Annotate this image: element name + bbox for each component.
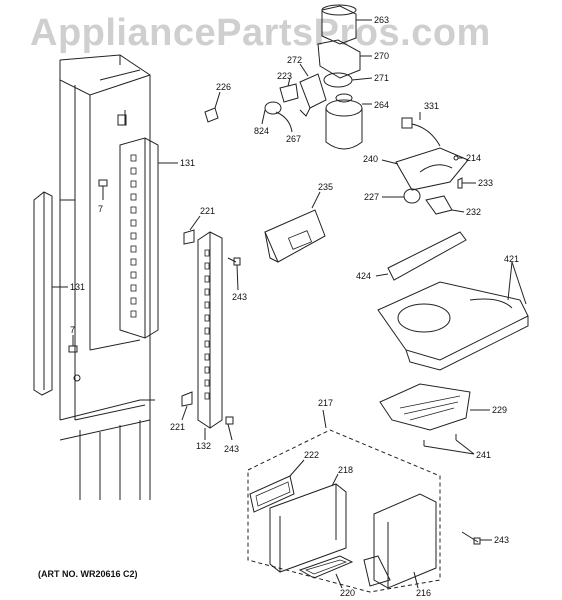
clip-221-upper [183,215,201,245]
part-218 [269,473,347,573]
screw-7-upper [98,179,108,200]
rail-132 [197,231,223,440]
label-214: 214 [466,153,481,163]
label-221-upper: 221 [200,206,215,216]
clip-221-lower [181,391,193,421]
part-229 [379,383,490,431]
label-217: 217 [318,398,333,408]
label-272: 272 [287,55,302,65]
label-7-upper: 7 [98,204,103,214]
part-227 [382,188,421,204]
label-233: 233 [478,178,493,188]
part-214 [453,155,464,161]
label-235: 235 [318,182,333,192]
watermark: AppliancePartsPros.com [30,12,491,54]
part-824 [261,101,282,125]
label-216: 216 [416,588,431,598]
part-240 [381,147,469,191]
label-131-center: 131 [180,158,195,168]
screw-7-lower [68,335,78,353]
label-226: 226 [216,82,231,92]
art-number: (ART NO. WR20616 C2) [38,569,138,579]
label-232: 232 [466,207,481,217]
cabinet-outline [59,54,155,500]
part-421 [377,261,529,371]
part-424 [375,231,467,281]
label-270: 270 [374,51,389,61]
part-232 [425,195,465,215]
part-216 [363,493,437,589]
label-824: 824 [254,126,269,136]
part-235 [264,191,326,263]
part-272 [299,63,327,117]
part-220 [298,555,354,589]
label-227: 227 [364,192,379,202]
label-241: 241 [476,450,491,460]
label-421: 421 [504,254,519,264]
label-267: 267 [286,134,301,144]
rail-131-center [119,137,178,339]
label-243-lower: 243 [494,535,509,545]
part-264 [325,93,372,150]
part-263 [321,4,372,45]
part-233 [457,177,476,189]
part-331 [401,112,441,147]
label-271: 271 [374,73,389,83]
label-263: 263 [374,15,389,25]
label-222: 222 [304,450,319,460]
screw-243-upper [227,257,241,291]
part-223 [279,77,299,103]
label-132: 132 [196,441,211,451]
part-241 [423,434,475,455]
label-218: 218 [338,465,353,475]
label-243-upper: 243 [232,292,247,302]
label-264: 264 [374,100,389,110]
part-271 [323,72,373,88]
screw-243-middle [225,416,234,441]
part-267 [275,111,293,133]
label-223: 223 [277,71,292,81]
label-221-lower: 221 [170,422,185,432]
label-7-lower: 7 [70,325,75,335]
label-131-left: 131 [70,282,85,292]
part-222 [249,459,305,513]
part-226 [204,91,221,123]
rail-131-left [33,191,68,396]
label-424: 424 [356,271,371,281]
part-217-kit [247,409,441,593]
label-243-middle: 243 [224,444,239,454]
part-270 [317,39,372,79]
screw-243-lower [461,531,492,545]
label-240: 240 [363,154,378,164]
label-220: 220 [340,588,355,598]
label-331: 331 [424,101,439,111]
label-229: 229 [492,405,507,415]
callout-labels: 263 270 271 272 223 226 264 824 267 331 … [70,15,519,598]
